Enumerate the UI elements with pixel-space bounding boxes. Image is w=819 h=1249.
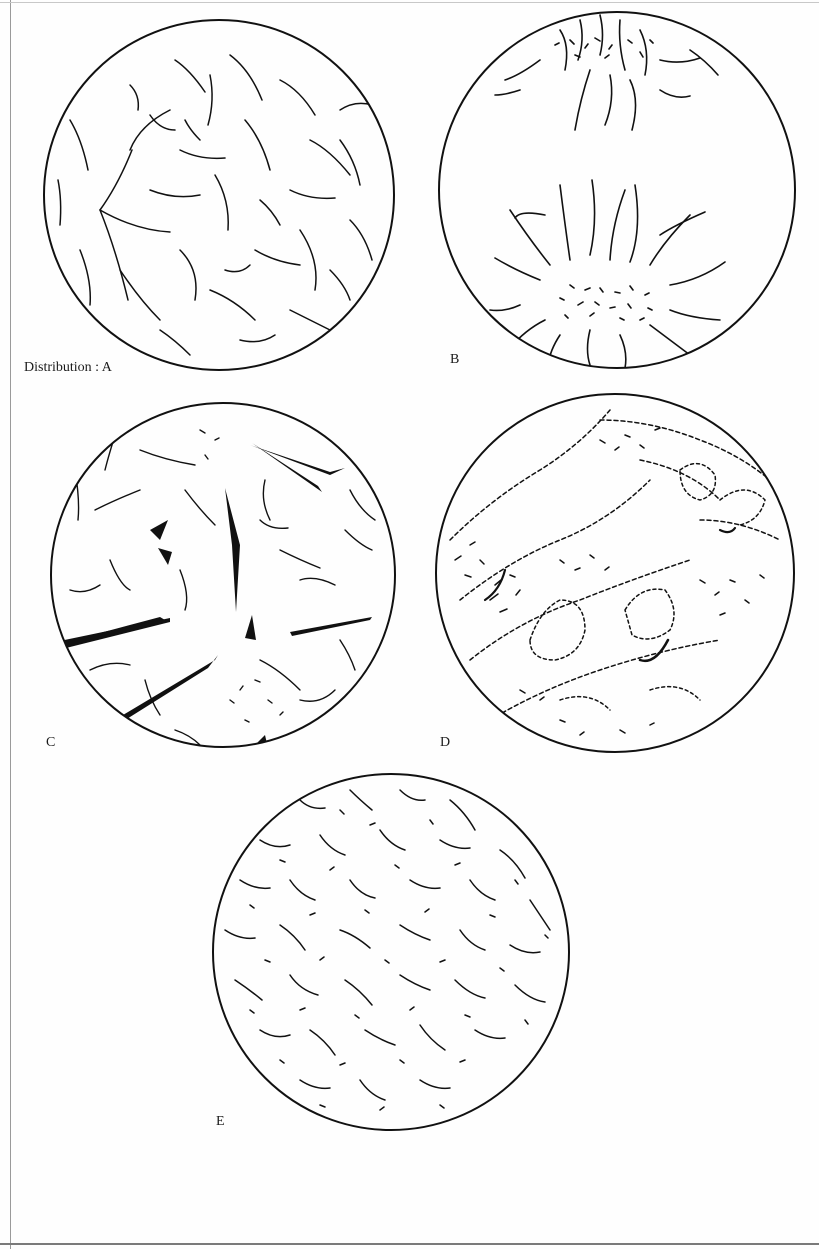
micrograph-b-flakes [490, 15, 725, 368]
micrograph-a [44, 20, 394, 370]
label-b: B [450, 352, 459, 368]
micrograph-c-border [51, 403, 395, 747]
micrograph-d [436, 394, 794, 752]
micrograph-a-flakes [58, 55, 372, 355]
micrograph-e-flakes [225, 790, 550, 1110]
micrograph-e-border [213, 774, 569, 1130]
micrograph-c [51, 403, 395, 748]
micrograph-d-border [436, 394, 794, 752]
label-d: D [440, 735, 450, 751]
micrograph-e [213, 774, 569, 1130]
micrograph-b-border [439, 12, 795, 368]
micrograph-a-border [44, 20, 394, 370]
label-e: E [216, 1114, 225, 1130]
label-distribution-a: Distribution : A [24, 360, 112, 376]
label-c: C [46, 735, 55, 751]
micrograph-d-flakes [450, 410, 780, 735]
micrograph-b [439, 12, 795, 368]
